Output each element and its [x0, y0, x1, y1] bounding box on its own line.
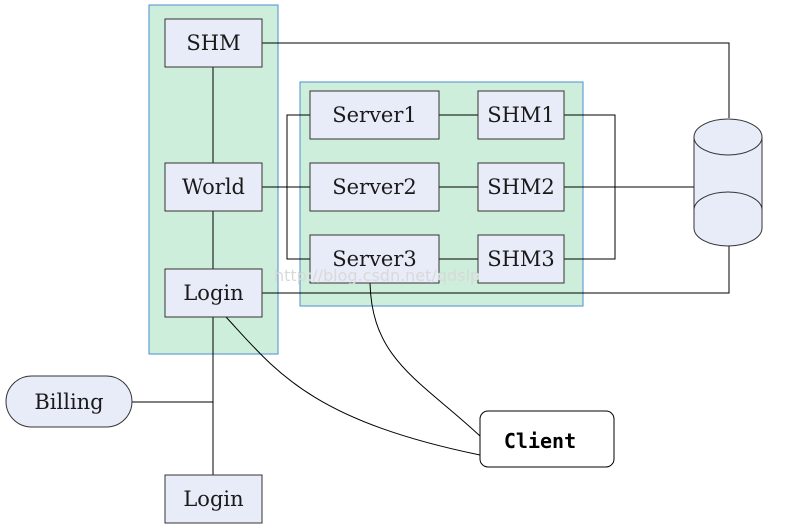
node-client: Client	[479, 410, 615, 468]
node-server3-label: Server3	[332, 247, 417, 271]
node-shm1: SHM1	[477, 90, 565, 140]
database-cylinder-icon	[693, 118, 763, 247]
node-shm3-label: SHM3	[487, 247, 555, 271]
node-server2-label: Server2	[332, 175, 417, 199]
watermark-text: http://blog.csdn.net/qdslp	[274, 266, 480, 285]
connections	[132, 42, 730, 475]
node-billing-label: Billing	[34, 390, 103, 414]
server3-client-curve	[369, 282, 481, 437]
node-login-main-label: Login	[183, 281, 243, 305]
login-database-line	[262, 246, 730, 294]
world-servers-bracket	[286, 114, 310, 260]
node-world-label: World	[182, 175, 245, 199]
login-client-curve	[225, 316, 481, 456]
node-shm: SHM	[164, 18, 263, 68]
node-login-bottom: Login	[164, 474, 263, 524]
node-shm1-label: SHM1	[487, 103, 555, 127]
node-world: World	[164, 162, 263, 212]
node-server3: Server3	[309, 234, 440, 284]
node-shm3: SHM3	[477, 234, 565, 284]
node-login-bottom-label: Login	[183, 487, 243, 511]
node-shm2-label: SHM2	[487, 175, 555, 199]
node-server1: Server1	[309, 90, 440, 140]
node-client-label: Client	[504, 429, 576, 453]
node-server1-label: Server1	[332, 103, 417, 127]
shm-to-database-line	[262, 42, 730, 118]
node-shm2: SHM2	[477, 162, 565, 212]
node-login-main: Login	[164, 268, 263, 318]
node-server2: Server2	[309, 162, 440, 212]
node-billing: Billing	[5, 375, 133, 428]
node-shm-label: SHM	[186, 31, 240, 55]
